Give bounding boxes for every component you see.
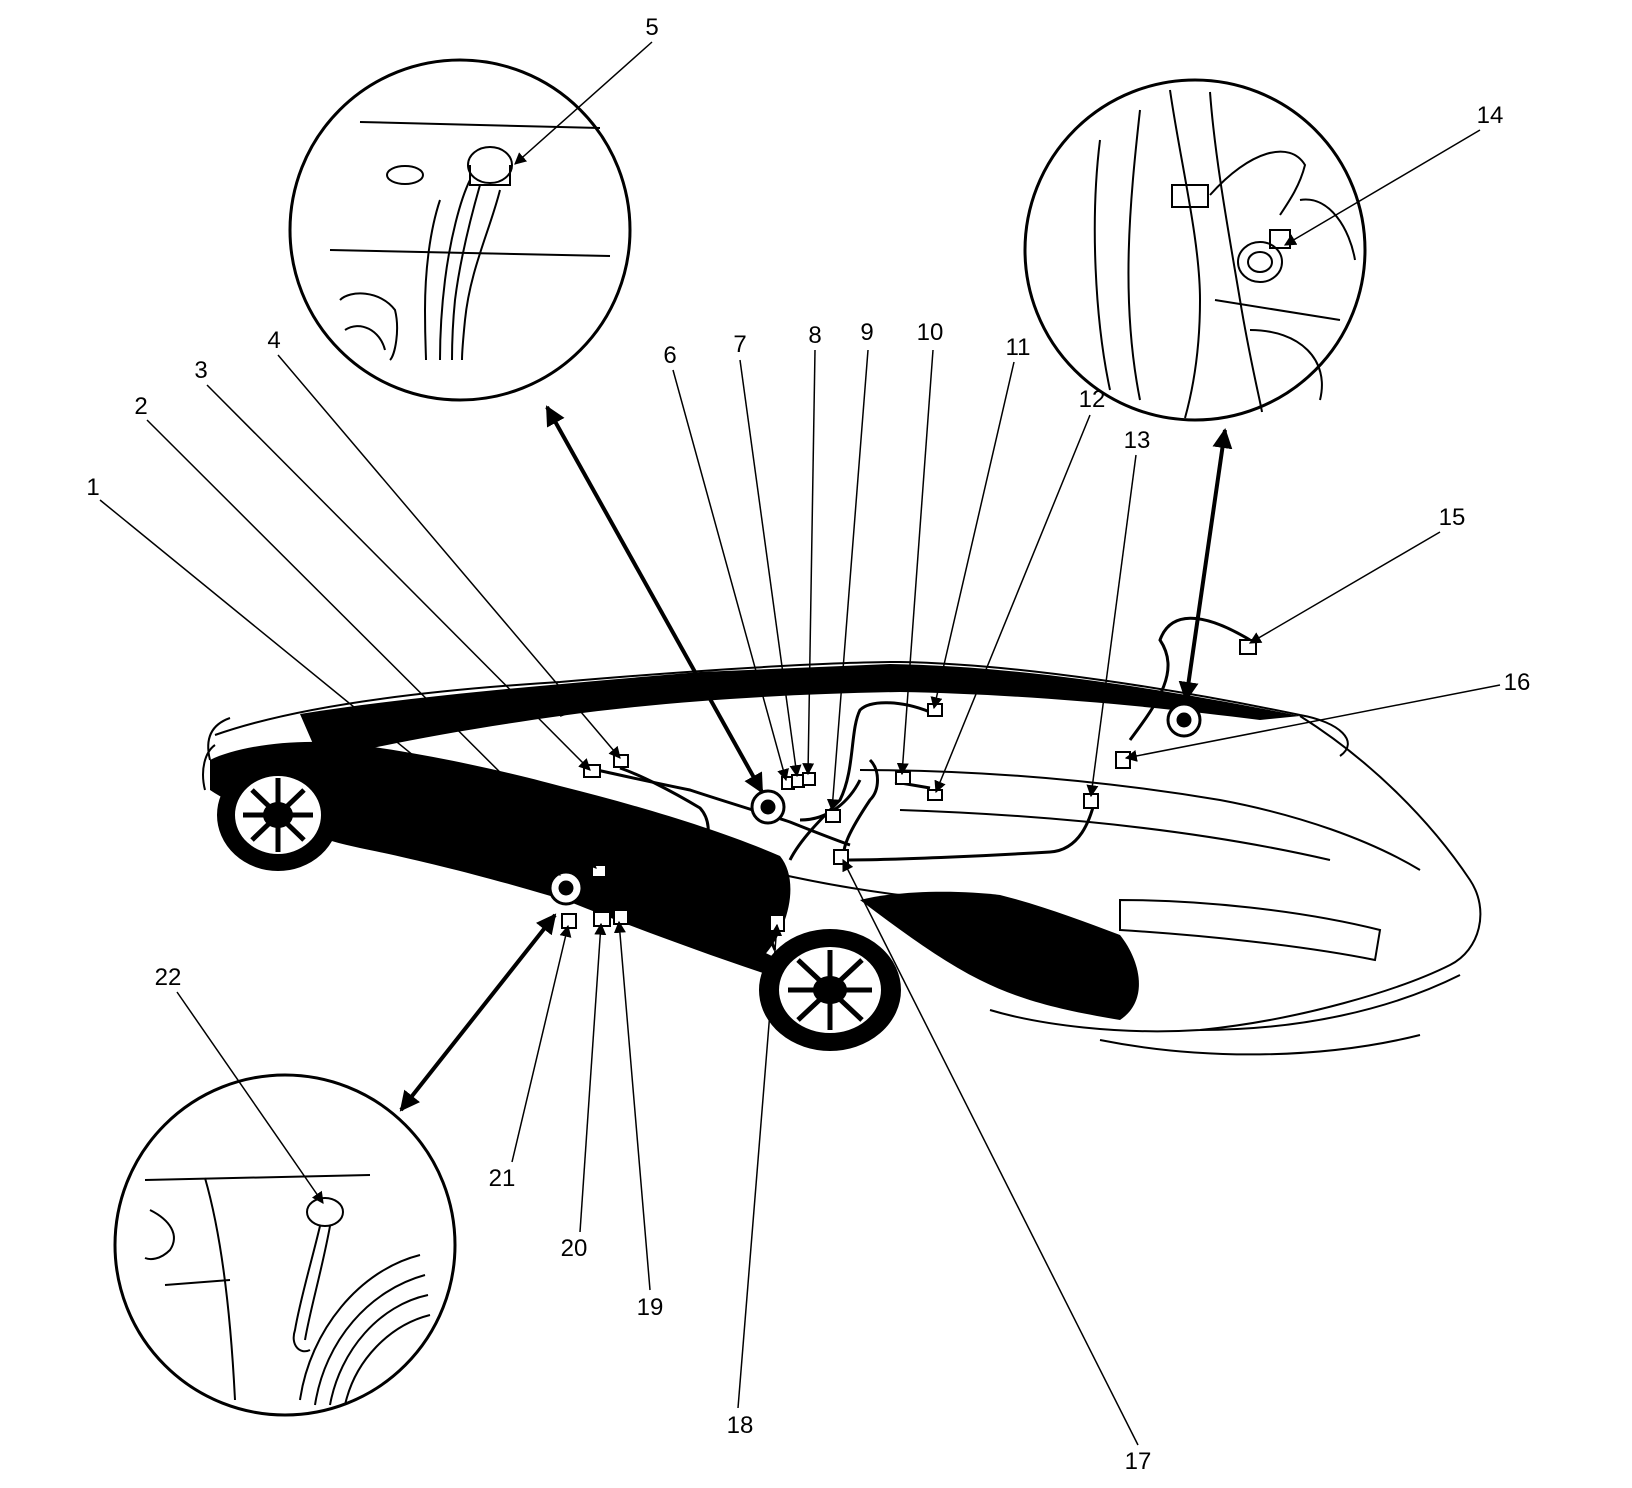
detail-top-left — [288, 58, 632, 402]
connector-4 — [613, 754, 629, 768]
callout-3: 3 — [194, 357, 207, 384]
callout-labels: 1 2 3 4 5 6 7 8 9 10 11 12 13 14 15 16 1… — [86, 14, 1530, 1475]
connector-9 — [825, 809, 841, 823]
callout-16: 16 — [1504, 669, 1531, 696]
callout-11: 11 — [1006, 334, 1031, 361]
connector-21 — [561, 913, 577, 929]
callout-4: 4 — [267, 327, 280, 354]
detail-top-right — [1023, 78, 1367, 422]
callout-15: 15 — [1439, 504, 1466, 531]
callout-1: 1 — [86, 474, 99, 501]
callout-7: 7 — [733, 331, 746, 358]
connector-16 — [1115, 751, 1131, 769]
leader-lines — [99, 41, 1501, 1446]
callout-20: 20 — [561, 1235, 588, 1262]
connector-17 — [833, 849, 849, 865]
callout-8: 8 — [808, 322, 821, 349]
connector-15 — [1239, 639, 1257, 655]
callout-18: 18 — [727, 1412, 754, 1439]
ground-points — [548, 702, 1202, 906]
connector-8 — [802, 772, 816, 786]
callout-10: 10 — [917, 319, 944, 346]
connector-12 — [927, 789, 943, 801]
callout-19: 19 — [637, 1294, 664, 1321]
callout-9: 9 — [860, 319, 873, 346]
detail-bottom-left — [113, 1073, 457, 1417]
callout-6: 6 — [663, 342, 676, 369]
connector-19 — [613, 909, 629, 925]
callout-22: 22 — [155, 964, 182, 991]
callout-5: 5 — [645, 14, 658, 41]
callout-21: 21 — [489, 1165, 516, 1192]
detail-arrows — [399, 405, 1233, 1112]
callout-14: 14 — [1477, 102, 1504, 129]
connector-13 — [1083, 793, 1099, 809]
connector-10 — [895, 771, 911, 785]
callout-2: 2 — [134, 393, 147, 420]
callout-13: 13 — [1124, 427, 1151, 454]
connector-20 — [593, 911, 611, 927]
callout-17: 17 — [1125, 1448, 1152, 1475]
callout-12: 12 — [1079, 386, 1106, 413]
